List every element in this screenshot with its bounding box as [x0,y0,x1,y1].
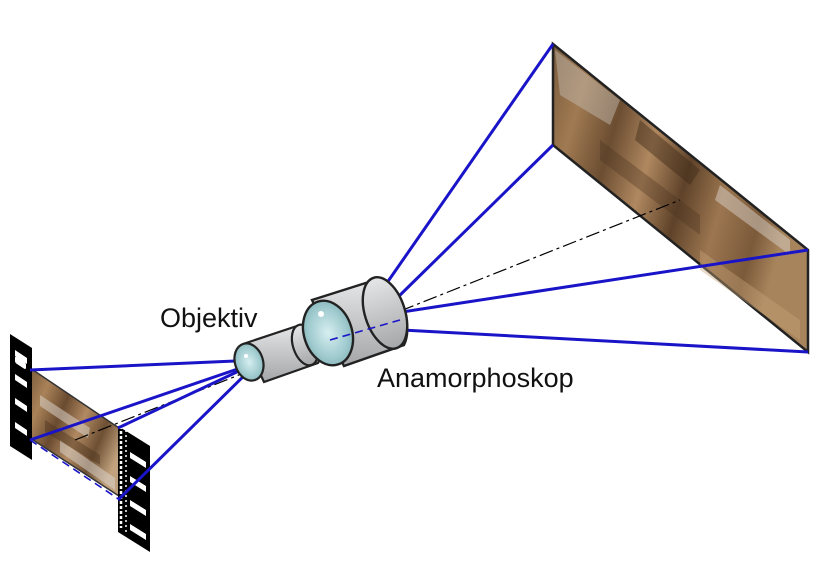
label-anamorphic-lens: Anamorphoskop [377,363,574,393]
film-strip [10,334,150,552]
rays-anamorphic-to-screen [380,43,809,354]
film-perforation-edge-left [10,334,32,460]
label-objective: Objektiv [160,303,258,333]
projected-image-screen [551,41,810,355]
anamorphic-lens [301,276,409,368]
rays-film-to-objective [29,358,260,502]
